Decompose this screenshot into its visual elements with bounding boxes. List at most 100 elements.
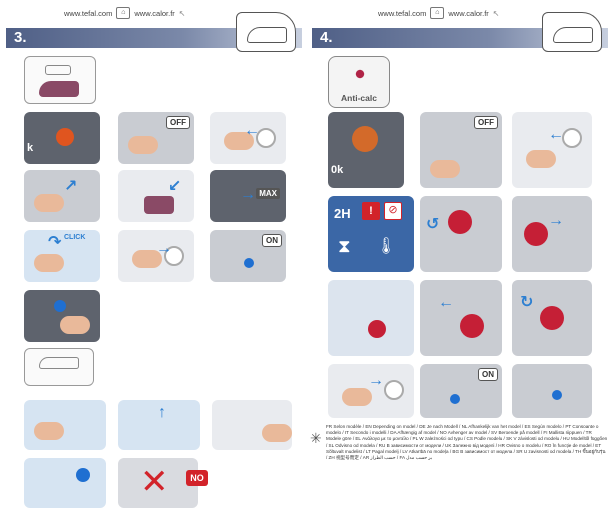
hand-icon xyxy=(132,250,162,268)
temperature-dial-icon xyxy=(56,128,74,146)
calor-link[interactable]: www.calor.fr xyxy=(448,8,489,18)
hand-icon xyxy=(34,194,64,212)
illustration-wait-2h: 2H ! ⊘ ⧗ 🌡 xyxy=(328,196,414,272)
illustration-iron-hold xyxy=(24,400,106,450)
illustration-iron-ready xyxy=(512,364,592,418)
hand-icon xyxy=(34,254,64,272)
step-header-right: 4. xyxy=(312,28,608,48)
ready-light-icon xyxy=(552,390,562,400)
arrow-right-icon: → xyxy=(548,212,564,229)
illustration-steam-button xyxy=(24,290,100,342)
arrow-up-icon: ↑ xyxy=(158,404,166,421)
right-page: www.tefal.com ⌂ www.calor.fr ↖ 4. Anti-c… xyxy=(306,0,612,524)
steam-button-icon xyxy=(76,468,90,482)
socket-icon xyxy=(164,246,184,266)
site-links-left: www.tefal.com ⌂ www.calor.fr ↖ xyxy=(64,6,186,20)
illustration-unplug: ← xyxy=(210,112,286,164)
iron-icon xyxy=(39,357,79,369)
arrow-left-icon: ← xyxy=(244,122,260,139)
anticalc-knob-icon xyxy=(524,222,548,246)
illustration-unscrew-knob: ↺ xyxy=(420,196,502,272)
water-tank-icon xyxy=(39,81,79,97)
iron-outline-icon xyxy=(542,12,602,52)
off-badge: OFF xyxy=(474,116,498,129)
arrow-rotate-icon: ↻ xyxy=(520,294,534,311)
arrow-right-icon: → xyxy=(240,186,256,203)
cross-icon: ✕ xyxy=(140,463,169,501)
hand-icon xyxy=(60,316,90,334)
hourglass-icon: ⧗ xyxy=(338,236,351,256)
arrow-right-icon: → xyxy=(368,372,384,389)
illustration-insert-knob: ← xyxy=(420,280,502,356)
partial-text: 0k xyxy=(331,164,344,176)
hand-icon xyxy=(526,150,556,168)
tefal-link[interactable]: www.tefal.com xyxy=(64,8,113,18)
anti-calc-label: Anti-calc xyxy=(341,93,377,103)
no-iron-icon: ⊘ xyxy=(384,202,402,220)
click-label: CLICK xyxy=(64,234,86,241)
vertical-steam-icon xyxy=(24,348,94,386)
step-number: 3. xyxy=(14,29,27,46)
model-footnote: FR Selon modèle / EN Depending on model … xyxy=(326,424,608,461)
tap-icon xyxy=(45,65,71,75)
arrow-up-icon: ↗ xyxy=(64,178,78,195)
cursor-icon: ↖ xyxy=(178,8,186,18)
arrow-down-icon: ↙ xyxy=(168,178,182,195)
illustration-vertical-steam xyxy=(212,400,292,450)
illustration-unplug: ← xyxy=(512,112,592,188)
socket-icon xyxy=(562,128,582,148)
website-icon: ⌂ xyxy=(430,7,445,19)
illustration-close-cap: CLICK ↷ xyxy=(24,230,100,282)
illustration-switch-off: OFF xyxy=(118,112,194,164)
illustration-tilt-iron: ↗ xyxy=(24,170,100,222)
power-light-icon xyxy=(244,258,254,268)
illustration-anticalc-dial: 0k xyxy=(328,112,404,188)
illustration-press-steam xyxy=(24,458,106,508)
calor-link[interactable]: www.calor.fr xyxy=(134,8,175,18)
two-hours-label: 2H xyxy=(334,206,351,221)
power-light-icon xyxy=(450,394,460,404)
anticalc-knob-icon xyxy=(460,314,484,338)
illustration-iron-steam: ↑ xyxy=(118,400,200,450)
anticalc-knob-icon xyxy=(368,320,386,338)
illustration-plug-in: → xyxy=(328,364,414,418)
illustration-fill-tap: ↙ xyxy=(118,170,194,222)
socket-icon xyxy=(256,128,276,148)
hand-icon xyxy=(342,388,372,406)
illustration-rinse-knob xyxy=(328,280,414,356)
illustration-switch-on: ON xyxy=(420,364,502,418)
website-icon: ⌂ xyxy=(116,7,131,19)
illustration-remove-knob: → xyxy=(512,196,592,272)
hand-icon xyxy=(34,422,64,440)
illustration-plug-in: → xyxy=(118,230,194,282)
illustration-no-wearing: ✕ xyxy=(118,458,198,508)
anticalc-dial-icon xyxy=(352,126,378,152)
hand-icon xyxy=(128,136,158,154)
on-badge: ON xyxy=(262,234,282,247)
arrow-left-icon: ← xyxy=(548,126,564,143)
calc-dots-icon xyxy=(351,65,369,83)
thermometer-icon: 🌡 xyxy=(376,238,397,255)
illustration-screw-knob: ↻ xyxy=(512,280,592,356)
illustration-switch-off: OFF xyxy=(420,112,502,188)
hand-icon xyxy=(262,424,292,442)
tefal-link[interactable]: www.tefal.com xyxy=(378,8,427,18)
on-badge: ON xyxy=(478,368,498,381)
illustration-temp-dial: k xyxy=(24,112,100,164)
partial-text: k xyxy=(27,142,34,154)
arrow-curve-icon: ↷ xyxy=(48,234,62,251)
illustration-max-level: MAX → xyxy=(210,170,286,222)
anti-calc-icon: Anti-calc xyxy=(328,56,390,108)
left-page: www.tefal.com ⌂ www.calor.fr ↖ 3. k OFF … xyxy=(6,6,302,508)
hand-icon xyxy=(224,132,254,150)
fill-water-icon xyxy=(24,56,96,104)
site-links-right: www.tefal.com ⌂ www.calor.fr ↖ xyxy=(378,6,500,20)
iron-outline-icon xyxy=(236,12,296,52)
hand-icon xyxy=(430,160,460,178)
anticalc-knob-icon xyxy=(448,210,472,234)
arrow-rotate-icon: ↺ xyxy=(426,216,440,233)
arrow-right-icon: → xyxy=(156,240,172,257)
off-badge: OFF xyxy=(166,116,190,129)
cursor-icon: ↖ xyxy=(492,8,500,18)
anticalc-knob-icon xyxy=(540,306,564,330)
